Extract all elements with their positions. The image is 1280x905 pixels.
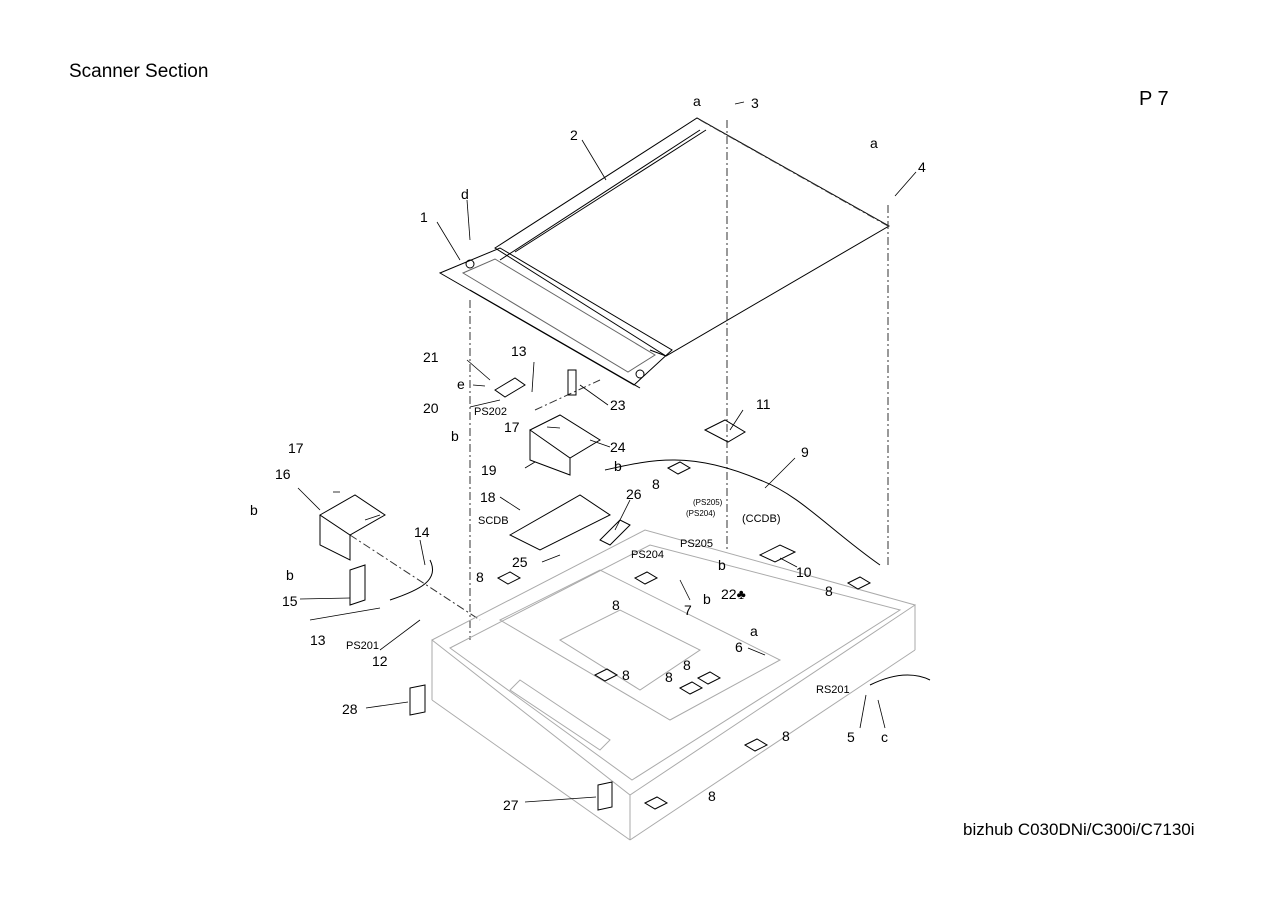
callout-13-a: 13 xyxy=(511,343,527,359)
callout-b-4: b xyxy=(286,567,294,583)
label-scdb: SCDB xyxy=(478,515,509,527)
callout-5: 5 xyxy=(847,729,855,745)
part-2-glass xyxy=(494,117,891,357)
callout-c: c xyxy=(881,729,888,745)
pads xyxy=(496,461,872,810)
callout-2: 2 xyxy=(570,127,578,143)
callout-a-3: a xyxy=(750,623,758,639)
callout-8-c: 8 xyxy=(612,597,620,613)
leader-lines xyxy=(297,101,917,803)
callout-12: 12 xyxy=(372,653,388,669)
label-ccdb: (CCDB) xyxy=(742,513,781,525)
callout-4: 4 xyxy=(918,159,926,175)
part-18-board xyxy=(508,494,611,551)
parts-drawing xyxy=(319,117,931,841)
part-19-bracket xyxy=(529,414,601,459)
part-15-bracket xyxy=(349,564,366,606)
callout-8-i: 8 xyxy=(708,788,716,804)
callout-18: 18 xyxy=(480,489,496,505)
label-ps202: PS202 xyxy=(474,406,507,418)
callout-1: 1 xyxy=(420,209,428,225)
model-name: bizhub C030DNi/C300i/C7130i xyxy=(963,820,1195,839)
callout-9: 9 xyxy=(801,444,809,460)
callout-24: 24 xyxy=(610,439,626,455)
cable-rs201 xyxy=(869,674,931,686)
part-20-bracket xyxy=(494,377,526,398)
callout-8-d: 8 xyxy=(825,583,833,599)
callout-8-g: 8 xyxy=(683,657,691,673)
part-1-frame xyxy=(438,247,673,386)
callout-a-1: a xyxy=(693,93,701,109)
callout-7: 7 xyxy=(684,602,692,618)
part-23-spring xyxy=(567,369,577,396)
page-number: P 7 xyxy=(1139,88,1169,110)
callout-3: 3 xyxy=(751,95,759,111)
label-ps205: PS205 xyxy=(680,538,713,550)
callout-b-6: b xyxy=(703,591,711,607)
cable-9 xyxy=(604,459,881,566)
part-16-bracket xyxy=(319,494,386,536)
callout-8-h: 8 xyxy=(782,728,790,744)
part-11-hinge xyxy=(703,419,746,443)
callout-a-2: a xyxy=(870,135,878,151)
callout-b-1: b xyxy=(451,428,459,444)
callout-13-b: 13 xyxy=(310,632,326,648)
part-27-tag xyxy=(597,781,613,811)
callout-15: 15 xyxy=(282,593,298,609)
label-rs201: RS201 xyxy=(816,684,850,696)
part-28-tag xyxy=(409,684,426,716)
callout-17-a: 17 xyxy=(288,440,304,456)
callout-b-2: b xyxy=(614,458,622,474)
callout-22: 22♣ xyxy=(721,586,746,602)
callout-8-f: 8 xyxy=(665,669,673,685)
callout-b-3: b xyxy=(250,502,258,518)
cable-14 xyxy=(389,559,433,601)
callout-21: 21 xyxy=(423,349,439,365)
label-ps201: PS201 xyxy=(346,640,379,652)
callout-26: 26 xyxy=(626,486,642,502)
part-26-sensor xyxy=(599,519,631,546)
label-ps204: PS204 xyxy=(631,549,664,561)
callout-d: d xyxy=(461,186,469,202)
callout-16: 16 xyxy=(275,466,291,482)
callout-19: 19 xyxy=(481,462,497,478)
callout-e: e xyxy=(457,376,465,392)
callout-b-5: b xyxy=(718,557,726,573)
callout-17-b: 17 xyxy=(504,419,520,435)
callout-11: 11 xyxy=(756,396,771,412)
callout-28: 28 xyxy=(342,701,358,717)
callout-27: 27 xyxy=(503,797,519,813)
callout-23: 23 xyxy=(610,397,626,413)
callout-8-b: 8 xyxy=(476,569,484,585)
callout-14: 14 xyxy=(414,524,430,540)
label-ps205-paren: (PS205) xyxy=(693,498,723,507)
callout-20: 20 xyxy=(423,400,439,416)
part-10-plate xyxy=(758,544,797,563)
page-title: Scanner Section xyxy=(69,61,209,82)
callout-10: 10 xyxy=(796,564,812,580)
callout-6: 6 xyxy=(735,639,743,655)
callout-labels: 1 2 3 4 5 6 7 8 8 8 8 8 8 8 8 8 9 10 11 … xyxy=(250,93,926,813)
callout-8-e: 8 xyxy=(622,667,630,683)
label-ps204-paren: (PS204) xyxy=(686,509,716,518)
callout-25: 25 xyxy=(512,554,528,570)
callout-8-a: 8 xyxy=(652,476,660,492)
